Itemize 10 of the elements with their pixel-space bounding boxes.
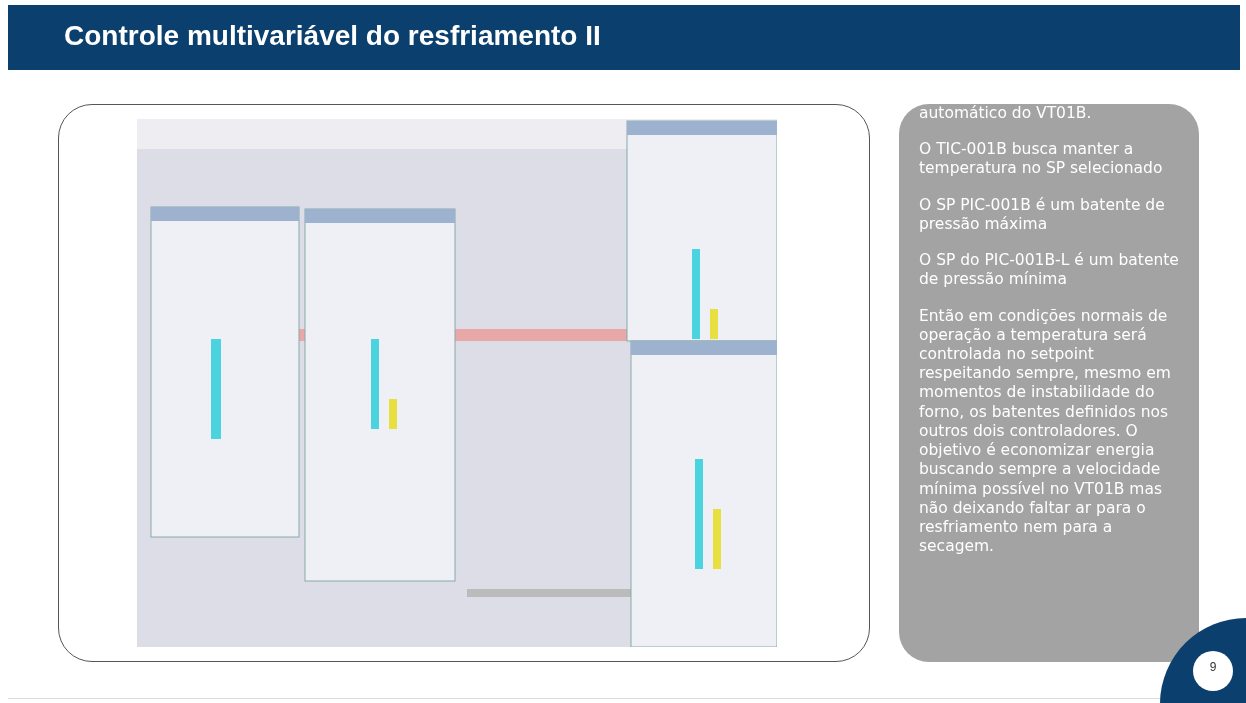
control-screen-drawing: [137, 119, 777, 647]
note-panel: [899, 104, 1199, 662]
note-paragraph: O TIC-001B busca manter a temperatura no SP selecionado: [919, 140, 1164, 179]
slide-title: Controle multivariável do resfriamento II: [64, 20, 601, 52]
screenshot-frame: [58, 104, 870, 662]
note-paragraph: automático do VT01B.: [919, 104, 1093, 124]
note-paragraph: Então em condições normais de operação a temperatura será controlada no setpoint respeitando sempre, mesmo em momentos de instabilidade do forno, os batentes definidos nos outros dois controladores. O objetivo é economizar energia buscando sempre a velocidade mínima possível no VT01B mas não deixando faltar ar para o resfriamento nem para a secagem.: [919, 306, 1172, 557]
note-paragraph: O SP do PIC-001B-L é um batente de pressão mínima: [919, 251, 1179, 290]
page-number: 9: [1208, 660, 1218, 674]
note-paragraph: O SP PIC-001B é um batente de pressão máxima: [919, 195, 1166, 235]
